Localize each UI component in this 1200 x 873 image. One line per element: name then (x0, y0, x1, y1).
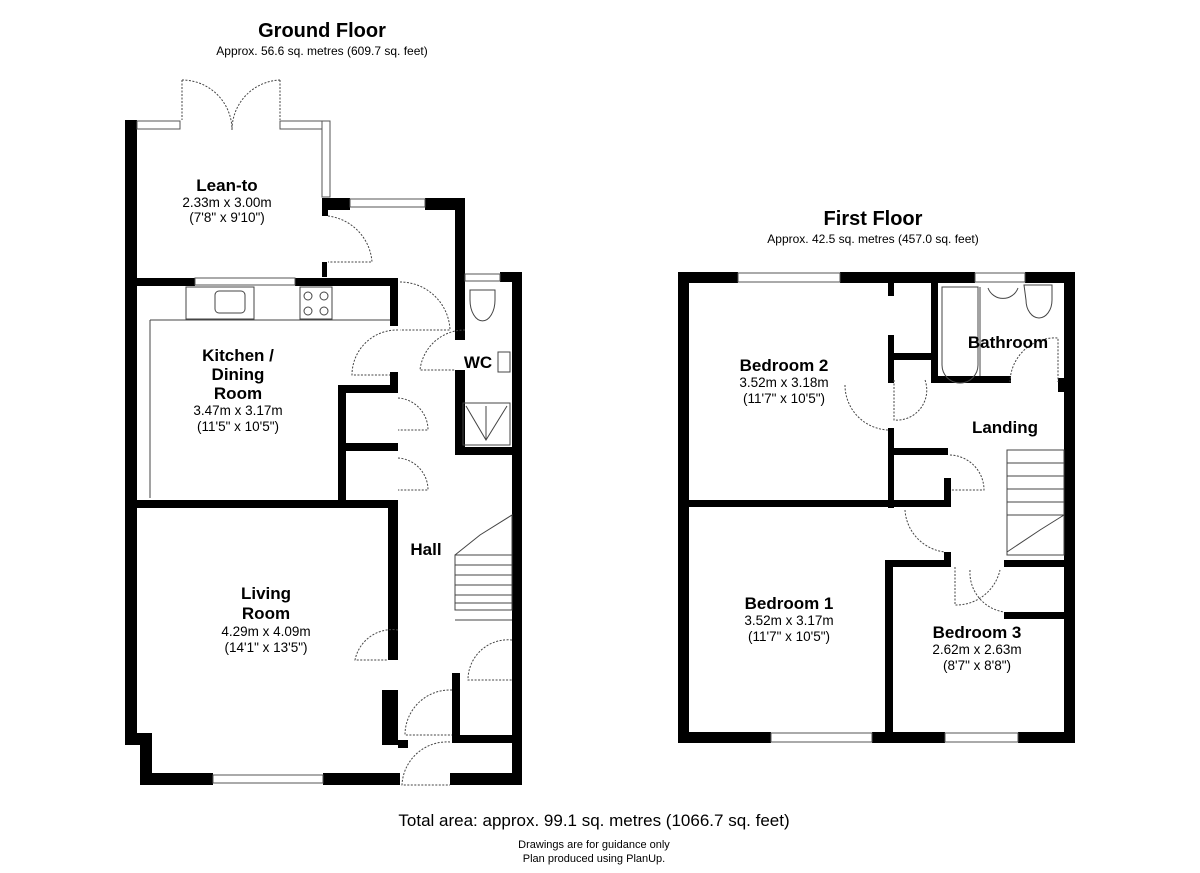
ground-floor-doors (181, 79, 513, 786)
ground-floor-walls (125, 120, 522, 785)
ground-floor-area: Approx. 56.6 sq. metres (609.7 sq. feet) (216, 44, 427, 58)
first-floor-doors (844, 337, 1059, 613)
first-floor-title: First Floor (824, 208, 923, 230)
shower-tray-icon (462, 402, 511, 446)
room-name: Bedroom 1 (745, 594, 834, 613)
first-floor-windows (737, 272, 1026, 743)
bath-icon (941, 286, 979, 384)
sink-icon (185, 286, 255, 320)
first-floor-fittings (941, 284, 1065, 556)
ground-floor-fittings (149, 286, 513, 621)
ground-floor-title: Ground Floor (258, 20, 386, 42)
basin-icon (497, 351, 511, 373)
room-dimensions-imperial: (8'7" x 8'8") (943, 658, 1011, 673)
room-dimensions-metric: 2.33m x 3.00m (182, 195, 271, 210)
guidance-note: Drawings are for guidance only (518, 839, 670, 851)
staircase-icon (454, 514, 513, 621)
total-area: Total area: approx. 99.1 sq. metres (106… (398, 811, 789, 830)
room-name: Room (214, 384, 262, 403)
room-name: Bedroom 2 (740, 356, 829, 375)
planup-note: Plan produced using PlanUp. (523, 853, 665, 865)
room-name: Kitchen / (202, 346, 274, 365)
basin-icon (987, 287, 1019, 299)
room-name: Living (241, 584, 291, 603)
first-floor-area: Approx. 42.5 sq. metres (457.0 sq. feet) (767, 232, 978, 246)
toilet-icon (469, 289, 496, 322)
room-dimensions-metric: 4.29m x 4.09m (221, 624, 310, 639)
room-dimensions-metric: 3.47m x 3.17m (193, 403, 282, 418)
room-name: WC (464, 353, 492, 372)
room-name: Dining (212, 365, 265, 384)
hob-icon (299, 286, 333, 320)
room-dimensions-imperial: (11'7" x 10'5") (743, 391, 825, 406)
room-name: Landing (972, 418, 1038, 437)
room-dimensions-imperial: (11'5" x 10'5") (197, 419, 279, 434)
room-dimensions-imperial: (11'7" x 10'5") (748, 629, 830, 644)
room-dimensions-imperial: (14'1" x 13'5") (224, 640, 307, 655)
ground-floor-windows (136, 120, 501, 784)
room-name: Room (242, 604, 290, 623)
staircase-icon (1006, 449, 1065, 556)
room-dimensions-metric: 3.52m x 3.17m (744, 613, 833, 628)
ground-floor-labels: Lean-to 2.33m x 3.00m (7'8" x 9'10") Kit… (182, 176, 492, 655)
toilet-icon (1023, 284, 1053, 319)
first-floor-plan: First Floor Approx. 42.5 sq. metres (457… (678, 208, 1075, 743)
room-dimensions-imperial: (7'8" x 9'10") (189, 210, 265, 225)
room-name: Hall (410, 540, 441, 559)
room-dimensions-metric: 2.62m x 2.63m (932, 642, 1021, 657)
room-name: Bedroom 3 (933, 623, 1022, 642)
room-dimensions-metric: 3.52m x 3.18m (739, 375, 828, 390)
room-name: Bathroom (968, 333, 1048, 352)
room-name: Lean-to (196, 176, 257, 195)
first-floor-labels: Bedroom 2 3.52m x 3.18m (11'7" x 10'5") … (739, 333, 1048, 673)
ground-floor-plan: Ground Floor Approx. 56.6 sq. metres (60… (125, 20, 522, 786)
